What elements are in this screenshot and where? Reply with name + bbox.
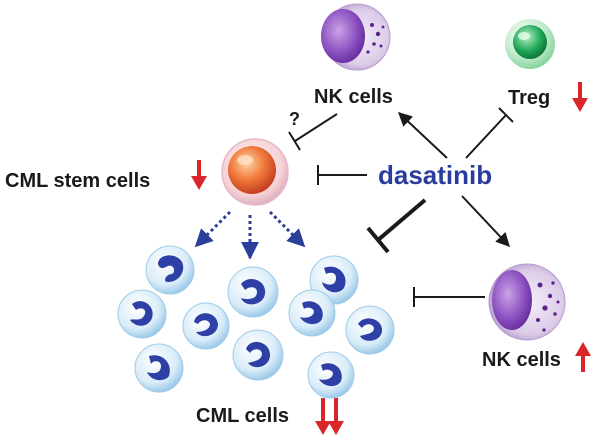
nk-inhibits-stem-line xyxy=(288,113,338,151)
drug-activates-nk-right-arrow xyxy=(461,195,510,248)
stem-down-arrow-icon xyxy=(191,160,207,190)
nk-right-inhibits-cml-line xyxy=(413,287,485,307)
cml-double-down-arrow-icon xyxy=(315,398,344,435)
stem-to-cml-arrow-right xyxy=(268,210,306,248)
cml-cell-icon xyxy=(134,343,184,393)
cml-stem-cells-label: CML stem cells xyxy=(5,170,150,192)
treg-cell-icon xyxy=(505,19,555,69)
cml-cells-cluster xyxy=(117,245,395,399)
cml-cells-label: CML cells xyxy=(196,405,289,427)
cml-cell-icon xyxy=(145,245,195,295)
drug-inhibits-treg-line xyxy=(465,107,514,159)
nk-cell-top-icon xyxy=(321,3,391,71)
nk-cell-right-icon xyxy=(488,263,566,341)
cml-cell-icon xyxy=(182,302,230,350)
cml-cell-icon xyxy=(288,289,336,337)
drug-label: dasatinib xyxy=(378,160,492,190)
drug-activates-nk-top-arrow xyxy=(397,112,448,159)
drug-inhibits-cml-line xyxy=(366,198,427,254)
cml-cell-icon xyxy=(307,351,355,399)
cml-stem-cell-icon xyxy=(221,138,289,206)
treg-label: Treg xyxy=(508,87,550,109)
drug-inhibits-stem-line xyxy=(317,165,367,185)
nk-cells-right-label: NK cells xyxy=(482,349,561,371)
treg-down-arrow-icon xyxy=(572,82,588,112)
cml-cell-icon xyxy=(227,266,279,318)
cml-cell-icon xyxy=(232,329,284,381)
cml-cell-icon xyxy=(345,305,395,355)
cml-cell-icon xyxy=(117,289,167,339)
question-mark: ? xyxy=(289,109,300,129)
nk-up-arrow-icon xyxy=(575,342,591,372)
stem-to-cml-arrow-left xyxy=(194,210,232,248)
nk-cells-top-label: NK cells xyxy=(314,86,393,108)
